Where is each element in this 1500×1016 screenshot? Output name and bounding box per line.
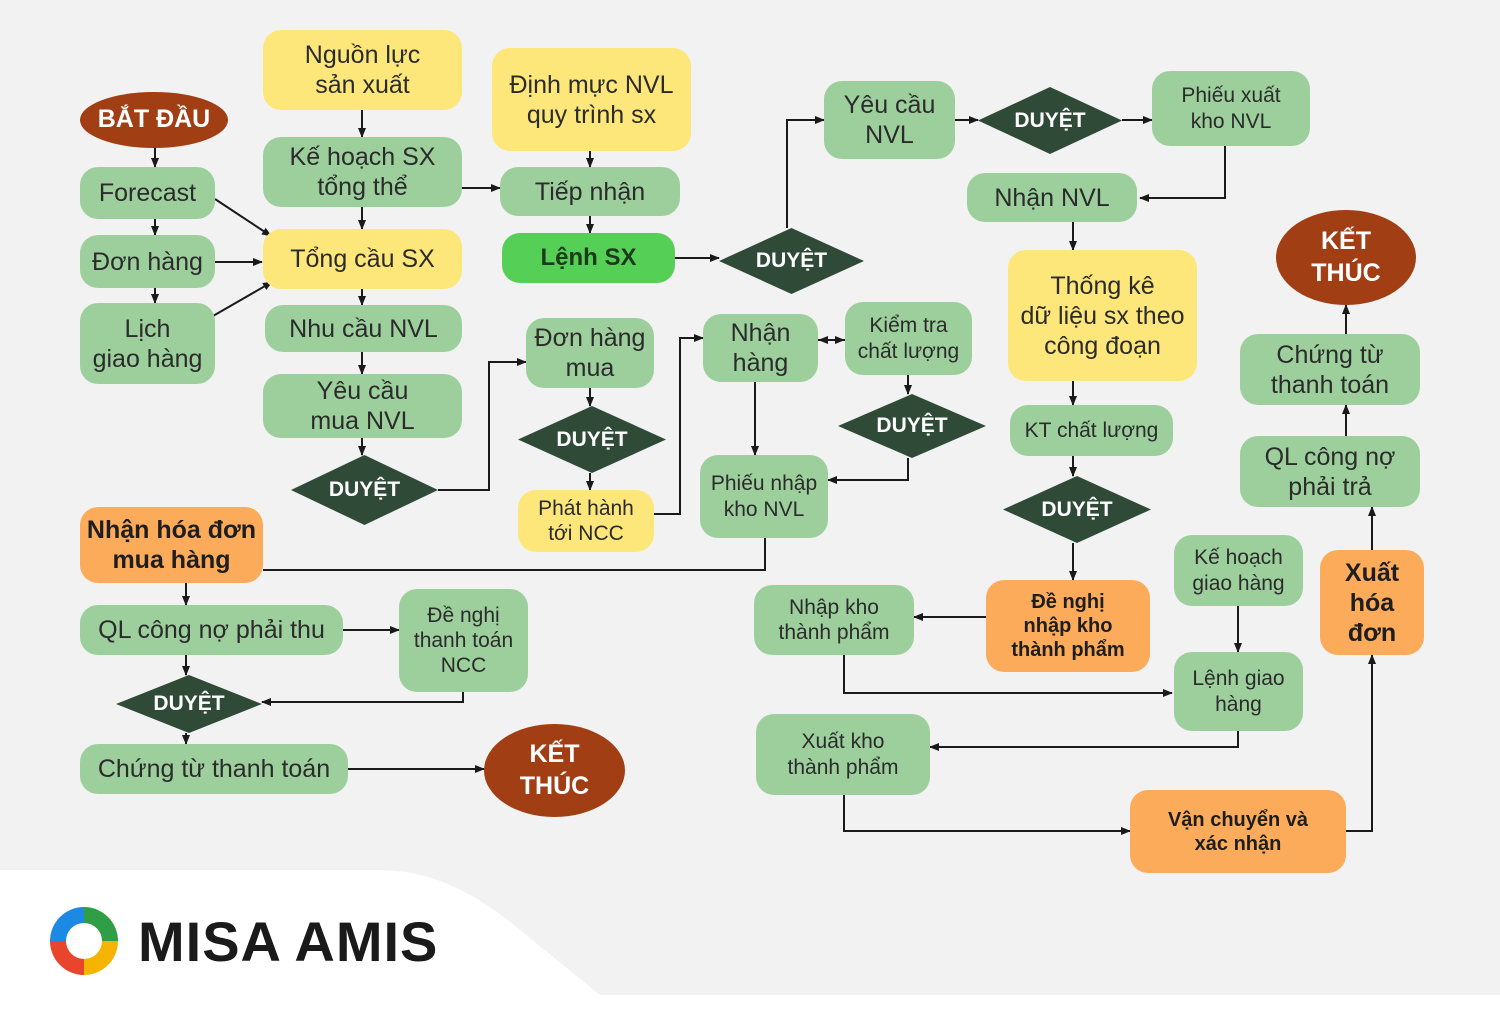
material-issue-slip-node: Phiếu xuất kho NVL [1152, 71, 1310, 146]
brand-name: MISA AMIS [138, 909, 439, 973]
receive-node: Tiếp nhận [500, 167, 680, 216]
connector-xuatkho-vanchuyen [843, 795, 1131, 835]
production-resource-node: Nguồn lực sản xuất [263, 30, 462, 110]
payment-voucher-right-node: Chứng từ thanh toán [1240, 334, 1420, 405]
finished-goods-receipt-node: Nhập kho thành phẩm [754, 585, 914, 655]
delivery-plan-node: Kế hoạch giao hàng [1174, 535, 1303, 606]
goods-receipt-node: Nhận hàng [703, 314, 818, 382]
connector-lenhgiao-xuatkho [929, 731, 1239, 751]
connector-phieuxuat-nhannvl [1139, 146, 1226, 202]
material-received-node: Nhận NVL [967, 173, 1137, 222]
brand: MISA AMIS [46, 903, 438, 979]
misa-ring-logo-icon [50, 907, 118, 975]
finished-goods-request-node: Đề nghị nhập kho thành phẩm [986, 580, 1150, 672]
purchase-invoice-node: Nhận hóa đơn mua hàng [80, 507, 263, 583]
connector-duyet-yeucaunvl [786, 116, 825, 228]
finished-goods-issue-node: Xuất kho thành phẩm [756, 714, 930, 795]
connector-duyet-donhangmua [438, 358, 527, 491]
purchase-request-node: Yêu cầu mua NVL [263, 374, 462, 438]
master-plan-node: Kế hoạch SX tổng thể [263, 137, 462, 207]
payables-node: QL công nợ phải trả [1240, 436, 1420, 507]
supplier-payment-request-node: Đề nghị thanh toán NCC [399, 589, 528, 692]
connector-denghi-duyet [261, 692, 464, 706]
connector-lich-tongcau [212, 281, 273, 317]
production-order-node: Lệnh SX [502, 233, 675, 283]
production-statistics-node: Thống kê dữ liệu sx theo công đoạn [1008, 250, 1197, 381]
receivables-node: QL công nợ phải thu [80, 605, 343, 655]
connector-vanchuyen-hoadon [1346, 654, 1376, 832]
material-norm-node: Định mực NVL quy trình sx [492, 48, 691, 151]
quality-control-node: KT chất lượng [1010, 405, 1173, 456]
material-request-node: Yêu cầu NVL [824, 81, 955, 159]
order-node: Đơn hàng [80, 235, 215, 288]
connector-duyet-phieunhap [827, 458, 909, 484]
total-demand-node: Tổng cầu SX [263, 229, 462, 289]
payment-voucher-left-node: Chứng từ thanh toán [80, 744, 348, 794]
connector-nhapkho-lenhgiao [843, 655, 1173, 697]
forecast-node: Forecast [80, 167, 215, 219]
connector-phieunhap-hoadon [263, 538, 766, 571]
issue-invoice-node: Xuất hóa đơn [1320, 550, 1424, 655]
quality-check-node: Kiểm tra chất lượng [845, 302, 972, 375]
end-terminal-right: KẾT THÚC [1276, 210, 1416, 305]
delivery-order-node: Lệnh giao hàng [1174, 652, 1303, 731]
delivery-schedule-node: Lịch giao hàng [80, 303, 215, 384]
shipping-confirm-node: Vận chuyển và xác nhận [1130, 790, 1346, 873]
purchase-order-node: Đơn hàng mua [526, 318, 654, 388]
issue-to-supplier-node: Phát hành tới NCC [518, 490, 654, 552]
start-terminal: BẮT ĐẦU [80, 92, 228, 148]
material-need-node: Nhu cầu NVL [265, 305, 462, 352]
connector-forecast-tongcau [214, 198, 272, 237]
end-terminal-left: KẾT THÚC [484, 724, 625, 817]
material-receipt-slip-node: Phiếu nhập kho NVL [700, 455, 828, 538]
connector-phathanh-nhanhang [654, 334, 704, 515]
